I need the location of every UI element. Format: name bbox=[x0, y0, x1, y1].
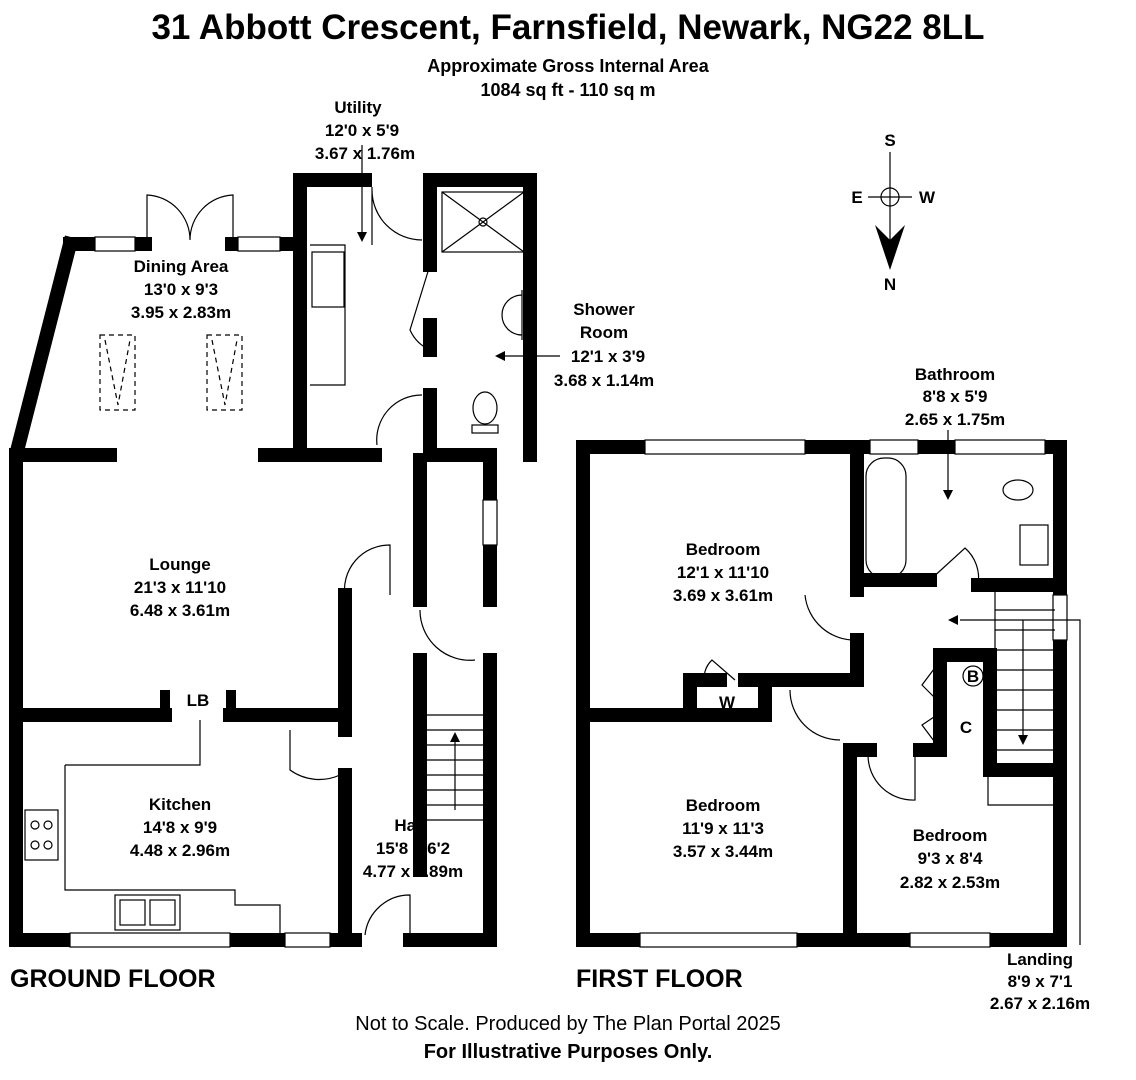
ground-floor-walls bbox=[9, 145, 560, 948]
disclaimer-scale: Not to Scale. Produced by The Plan Porta… bbox=[355, 1013, 781, 1035]
room-dining-area: Dining Area 13'0 x 9'3 3.95 x 2.83m bbox=[131, 257, 231, 322]
room-landing: Landing 8'9 x 7'1 2.67 x 2.16m bbox=[990, 950, 1090, 1013]
svg-text:2.65 x 1.75m: 2.65 x 1.75m bbox=[905, 410, 1005, 429]
room-shower-room: Shower Room 12'1 x 3'9 3.68 x 1.14m bbox=[554, 300, 654, 390]
svg-text:Kitchen: Kitchen bbox=[149, 795, 211, 814]
first-floor-walls bbox=[576, 430, 1081, 948]
room-kitchen: Kitchen 14'8 x 9'9 4.48 x 2.96m bbox=[130, 795, 230, 860]
svg-text:3.68 x 1.14m: 3.68 x 1.14m bbox=[554, 371, 654, 390]
room-bedroom-3: Bedroom 9'3 x 8'4 2.82 x 2.53m bbox=[900, 826, 1000, 892]
compass-icon: S E W N bbox=[851, 131, 936, 294]
ground-floor-label: GROUND FLOOR bbox=[10, 965, 216, 993]
first-floor-label: FIRST FLOOR bbox=[576, 965, 743, 993]
area-label: Approximate Gross Internal Area bbox=[427, 56, 709, 76]
svg-text:Shower: Shower bbox=[573, 300, 635, 319]
svg-text:8'8 x 5'9: 8'8 x 5'9 bbox=[923, 387, 988, 406]
svg-text:Utility: Utility bbox=[334, 98, 382, 117]
room-bedroom-2: Bedroom 11'9 x 11'3 3.57 x 3.44m bbox=[673, 796, 773, 861]
svg-text:Room: Room bbox=[580, 323, 628, 342]
svg-text:3.67 x 1.76m: 3.67 x 1.76m bbox=[315, 144, 415, 163]
property-address: 31 Abbott Crescent, Farnsfield, Newark, … bbox=[151, 8, 985, 47]
boiler-marker: B bbox=[967, 667, 979, 686]
svg-text:2.82 x 2.53m: 2.82 x 2.53m bbox=[900, 873, 1000, 892]
svg-text:3.95 x 2.83m: 3.95 x 2.83m bbox=[131, 303, 231, 322]
svg-text:12'0 x 5'9: 12'0 x 5'9 bbox=[325, 121, 399, 140]
wardrobe-marker: W bbox=[719, 693, 736, 712]
room-utility: Utility 12'0 x 5'9 3.67 x 1.76m bbox=[315, 98, 415, 163]
svg-text:11'9 x 11'3: 11'9 x 11'3 bbox=[682, 819, 764, 838]
svg-text:14'8 x 9'9: 14'8 x 9'9 bbox=[143, 818, 217, 837]
svg-text:12'1 x 11'10: 12'1 x 11'10 bbox=[677, 563, 769, 582]
svg-text:12'1 x 3'9: 12'1 x 3'9 bbox=[571, 347, 645, 366]
area-value: 1084 sq ft - 110 sq m bbox=[480, 80, 656, 100]
svg-text:2.67 x 2.16m: 2.67 x 2.16m bbox=[990, 994, 1090, 1013]
svg-text:3.57 x 3.44m: 3.57 x 3.44m bbox=[673, 842, 773, 861]
svg-text:4.48 x 2.96m: 4.48 x 2.96m bbox=[130, 841, 230, 860]
room-bedroom-1: Bedroom 12'1 x 11'10 3.69 x 3.61m bbox=[673, 540, 773, 605]
svg-text:Bathroom: Bathroom bbox=[915, 365, 995, 384]
svg-text:Lounge: Lounge bbox=[149, 555, 210, 574]
svg-text:15'8 x 6'2: 15'8 x 6'2 bbox=[376, 839, 450, 858]
svg-text:13'0 x 9'3: 13'0 x 9'3 bbox=[144, 280, 218, 299]
svg-text:Hall: Hall bbox=[394, 816, 425, 835]
svg-text:6.48 x 3.61m: 6.48 x 3.61m bbox=[130, 601, 230, 620]
room-bathroom: Bathroom 8'8 x 5'9 2.65 x 1.75m bbox=[905, 365, 1005, 429]
log-burner-marker: LB bbox=[187, 691, 210, 710]
svg-text:3.69 x 3.61m: 3.69 x 3.61m bbox=[673, 586, 773, 605]
svg-text:Bedroom: Bedroom bbox=[686, 796, 761, 815]
svg-text:8'9 x 7'1: 8'9 x 7'1 bbox=[1008, 972, 1073, 991]
svg-text:4.77 x 1.89m: 4.77 x 1.89m bbox=[363, 862, 463, 881]
svg-text:Landing: Landing bbox=[1007, 950, 1073, 969]
svg-text:E: E bbox=[851, 188, 862, 207]
svg-text:N: N bbox=[884, 275, 896, 294]
disclaimer-illustrative: For Illustrative Purposes Only. bbox=[423, 1041, 713, 1063]
svg-text:Dining Area: Dining Area bbox=[134, 257, 229, 276]
svg-text:Bedroom: Bedroom bbox=[686, 540, 761, 559]
svg-text:Bedroom: Bedroom bbox=[913, 826, 988, 845]
svg-text:21'3 x 11'10: 21'3 x 11'10 bbox=[134, 578, 226, 597]
svg-text:W: W bbox=[919, 188, 936, 207]
svg-text:S: S bbox=[884, 131, 895, 150]
svg-text:9'3 x 8'4: 9'3 x 8'4 bbox=[918, 849, 983, 868]
room-lounge: Lounge 21'3 x 11'10 6.48 x 3.61m bbox=[130, 555, 230, 620]
room-hall: Hall 15'8 x 6'2 4.77 x 1.89m bbox=[363, 816, 463, 881]
cupboard-marker: C bbox=[960, 718, 972, 737]
